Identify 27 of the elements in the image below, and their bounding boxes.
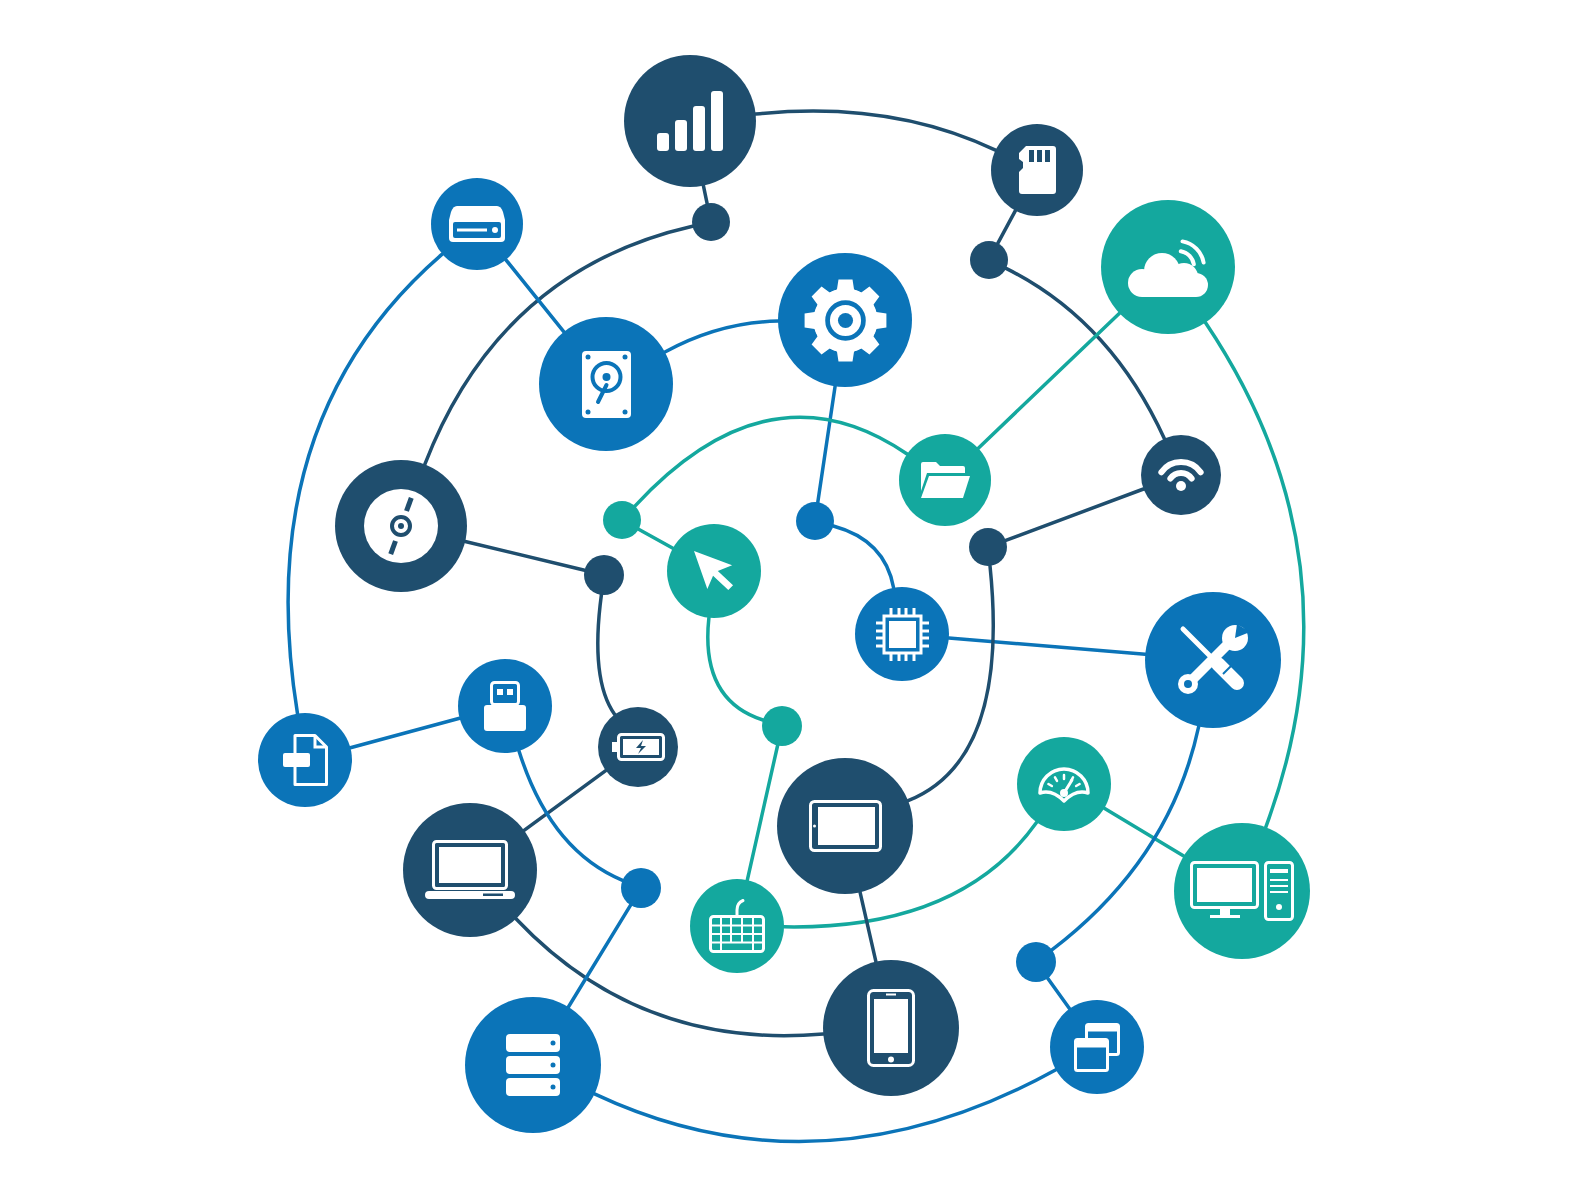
connector-line <box>592 1067 1058 1143</box>
connector-line <box>286 252 444 716</box>
connector-line <box>1102 806 1186 858</box>
connector-line <box>504 258 566 334</box>
connector-line <box>1045 976 1072 1011</box>
connector-line <box>701 183 709 206</box>
connector-line <box>1203 320 1306 830</box>
connector-line <box>996 208 1018 245</box>
connector-line <box>906 564 996 803</box>
connector-line <box>753 109 998 152</box>
connector-line <box>633 415 909 508</box>
device-node <box>899 434 991 526</box>
connector-line <box>976 311 1122 450</box>
connector-line <box>1004 487 1146 543</box>
connector-line <box>947 636 1147 657</box>
connector-line <box>522 768 608 833</box>
connector-line <box>636 527 675 550</box>
connector-line <box>1050 724 1201 952</box>
connector-line <box>663 319 780 354</box>
connector-line <box>566 903 633 1009</box>
connector-line <box>831 524 896 590</box>
connector-line <box>782 820 1039 929</box>
connector-line <box>348 716 462 750</box>
connector-line <box>1004 266 1167 441</box>
connector-line <box>463 539 587 573</box>
connector-line <box>517 749 625 883</box>
connector-line <box>596 593 617 717</box>
